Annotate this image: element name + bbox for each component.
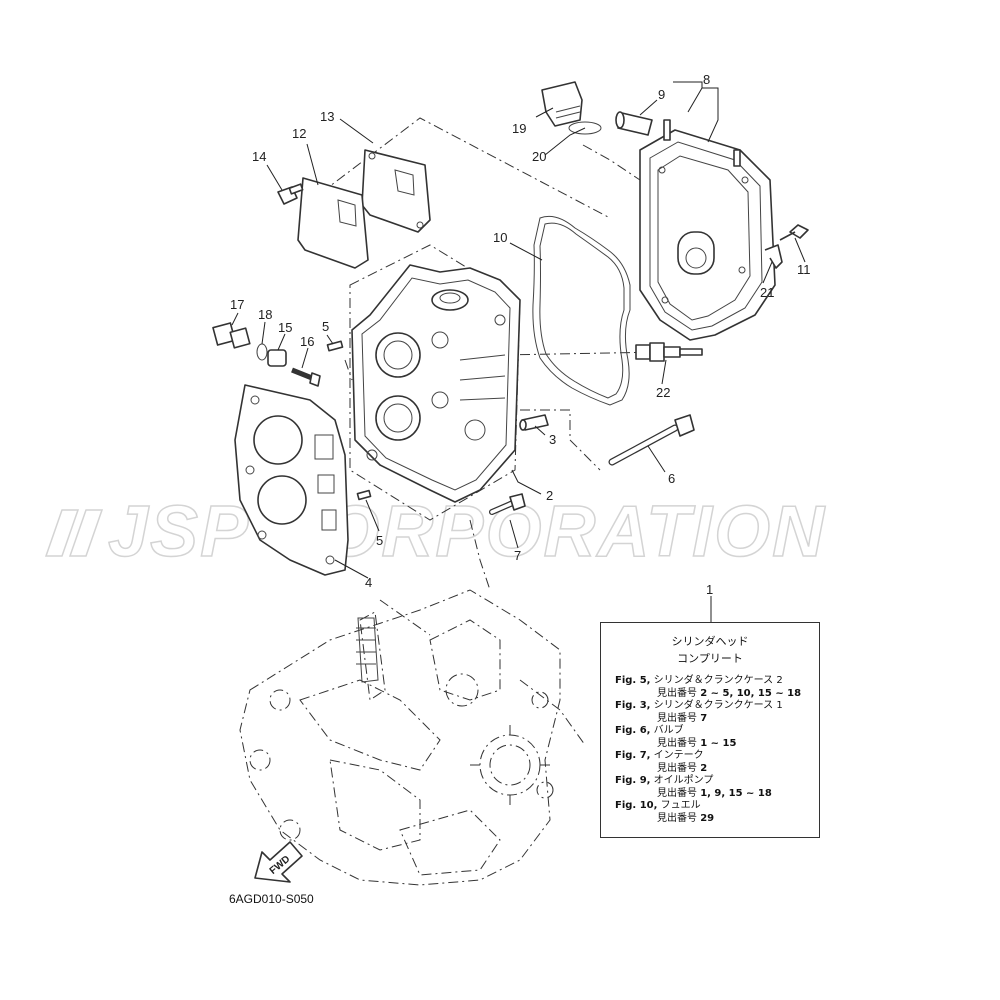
callout-20: 20	[532, 149, 546, 164]
legend-title-line1: シリンダヘッド	[671, 635, 749, 648]
callout-7: 7	[514, 548, 521, 563]
part-pipe-9	[615, 111, 653, 136]
callout-6: 6	[668, 471, 675, 486]
part-plate-13	[361, 149, 431, 233]
legend-entry-sub: 見出番号 2 ~ 5, 10, 15 ~ 18	[657, 687, 802, 699]
part-spark-plug-22	[635, 342, 703, 362]
part-bolt-7	[489, 493, 526, 515]
callout-2: 2	[546, 488, 553, 503]
callout-12: 12	[292, 126, 306, 141]
watermark-text: JSP CORPORATION	[108, 492, 826, 572]
part-stud-phantom	[356, 617, 379, 683]
part-filler-cap-19	[541, 81, 583, 127]
fwd-arrow: FWD	[254, 841, 303, 883]
callout-4: 4	[365, 575, 372, 590]
diagram-code: 6AGD010-S050	[229, 892, 314, 906]
legend-entry-sub: 見出番号 2	[657, 762, 708, 774]
legend-box: シリンダヘッド コンプリート Fig. 5, シリンダ＆クランクケース 2 見出…	[600, 622, 820, 838]
callout-13: 13	[320, 109, 334, 124]
legend-entry: Fig. 6, バルブ	[615, 725, 684, 736]
callout-18: 18	[258, 307, 272, 322]
part-cylinder-block-phantom	[239, 589, 561, 886]
callout-10: 10	[493, 230, 507, 245]
callout-1: 1	[706, 582, 713, 597]
callout-19: 19	[512, 121, 526, 136]
callout-11: 11	[797, 262, 811, 277]
part-head-cover-8	[639, 119, 776, 341]
part-oil-pump-phantom	[470, 725, 550, 805]
callout-8: 8	[703, 72, 710, 87]
callout-17: 17	[230, 297, 244, 312]
legend-entry-sub: 見出番号 7	[657, 712, 708, 724]
legend-entry: Fig. 3, シリンダ＆クランクケース 1	[615, 700, 783, 711]
legend-entry-sub: 見出番号 1, 9, 15 ~ 18	[657, 787, 772, 799]
reference-lines	[304, 117, 661, 746]
legend-items: Fig. 5, シリンダ＆クランクケース 2 見出番号 2 ~ 5, 10, 1…	[615, 675, 819, 825]
callout-15: 15	[278, 320, 292, 335]
legend-title-line2: コンプリート	[677, 652, 743, 665]
callout-5a: 5	[322, 319, 329, 334]
part-sleeve-3	[519, 414, 549, 431]
part-head-gasket-4	[234, 384, 349, 576]
callout-5b: 5	[376, 533, 383, 548]
callout-3: 3	[549, 432, 556, 447]
legend-entry: Fig. 5, シリンダ＆クランクケース 2	[615, 675, 783, 686]
callout-22: 22	[656, 385, 670, 400]
part-collar-15	[267, 349, 287, 367]
part-clamp-21	[764, 244, 783, 269]
leader-lines	[231, 81, 806, 622]
legend-entry-sub: 見出番号 1 ~ 15	[657, 737, 737, 749]
part-oring-20	[568, 121, 602, 135]
legend-entry: Fig. 9, オイルポンプ	[615, 775, 714, 786]
part-gasket-12	[297, 177, 369, 269]
part-bolt-6	[608, 414, 695, 466]
part-dowel-pin-5b	[356, 489, 372, 501]
part-plug-17	[212, 322, 251, 349]
part-bolt-11	[779, 224, 809, 241]
callout-14: 14	[252, 149, 266, 164]
callout-21: 21	[760, 285, 774, 300]
part-gasket-10	[532, 215, 631, 406]
part-cylinder-head-2	[351, 264, 521, 503]
callout-labels: 1 2 3 4 5 5 6 7 8 9 10 11 12 13 14 15 16…	[230, 72, 811, 597]
part-washer-18	[256, 343, 268, 361]
part-dowel-pin-5a	[326, 340, 344, 352]
part-bolt-16	[291, 367, 321, 387]
legend-entry-sub: 見出番号 29	[657, 812, 715, 824]
callout-16: 16	[300, 334, 314, 349]
part-bolt-14	[277, 183, 304, 205]
legend-entry: Fig. 10, フュエル	[615, 800, 701, 811]
callout-9: 9	[658, 87, 665, 102]
watermark: JSP CORPORATION	[44, 491, 826, 573]
legend-entry: Fig. 7, インテーク	[615, 750, 704, 761]
